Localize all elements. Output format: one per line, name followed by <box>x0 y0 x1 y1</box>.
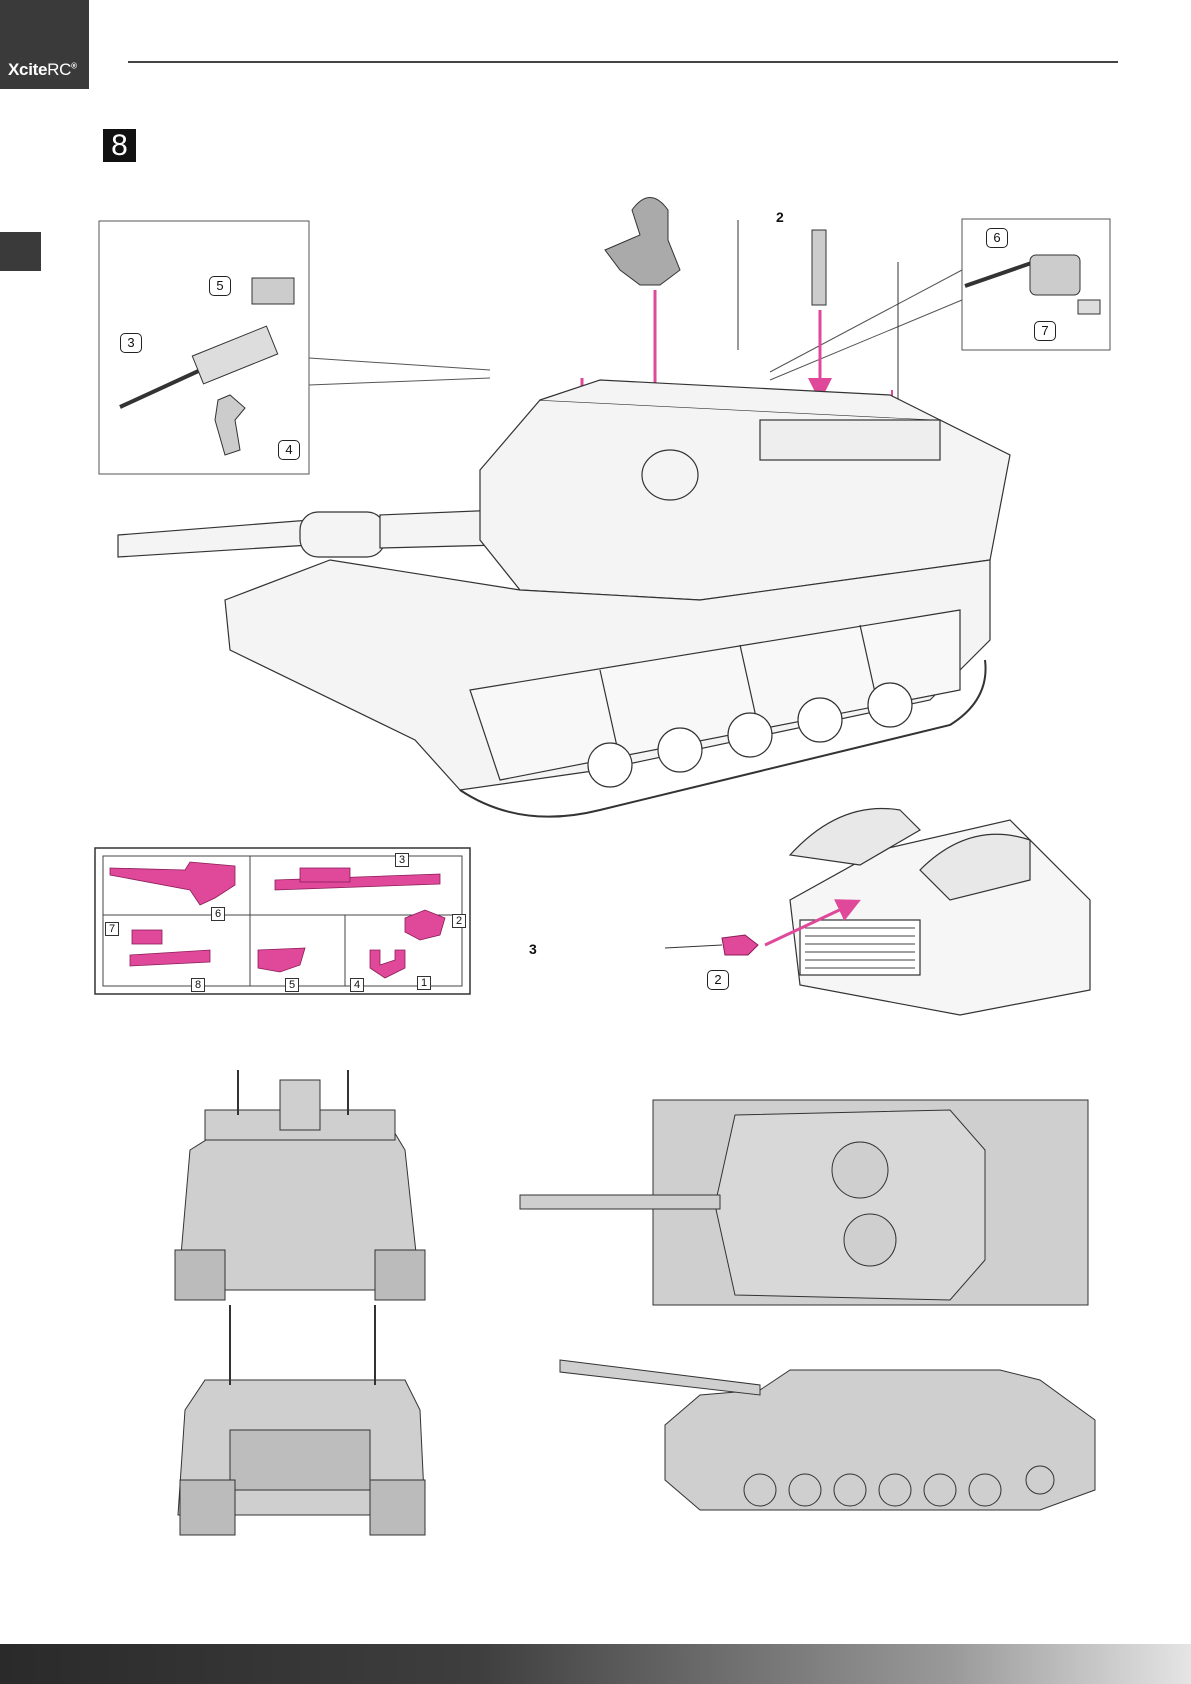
label-three: 3 <box>529 941 537 957</box>
callout-2: 2 <box>707 970 729 990</box>
top-view-drawing <box>520 1100 1088 1305</box>
sprue-label-4: 4 <box>350 978 364 992</box>
front-view-drawing <box>175 1070 425 1300</box>
side-view-drawing <box>560 1360 1095 1510</box>
sprue-label-1: 1 <box>417 976 431 990</box>
callout-3: 3 <box>120 333 142 353</box>
callout-4: 4 <box>278 440 300 460</box>
callout-5: 5 <box>209 276 231 296</box>
sprue-label-6: 6 <box>211 907 225 921</box>
sprue-label-5: 5 <box>285 978 299 992</box>
sprue-label-2: 2 <box>452 914 466 928</box>
callout-7: 7 <box>1034 321 1056 341</box>
callout-6: 6 <box>986 228 1008 248</box>
sprue-label-7: 7 <box>105 922 119 936</box>
rear-view-drawing <box>178 1305 425 1535</box>
footer-gradient-bar <box>0 1644 1191 1684</box>
label-two: 2 <box>776 209 784 225</box>
sprue-label-8: 8 <box>191 978 205 992</box>
sprue-label-3: 3 <box>395 853 409 867</box>
